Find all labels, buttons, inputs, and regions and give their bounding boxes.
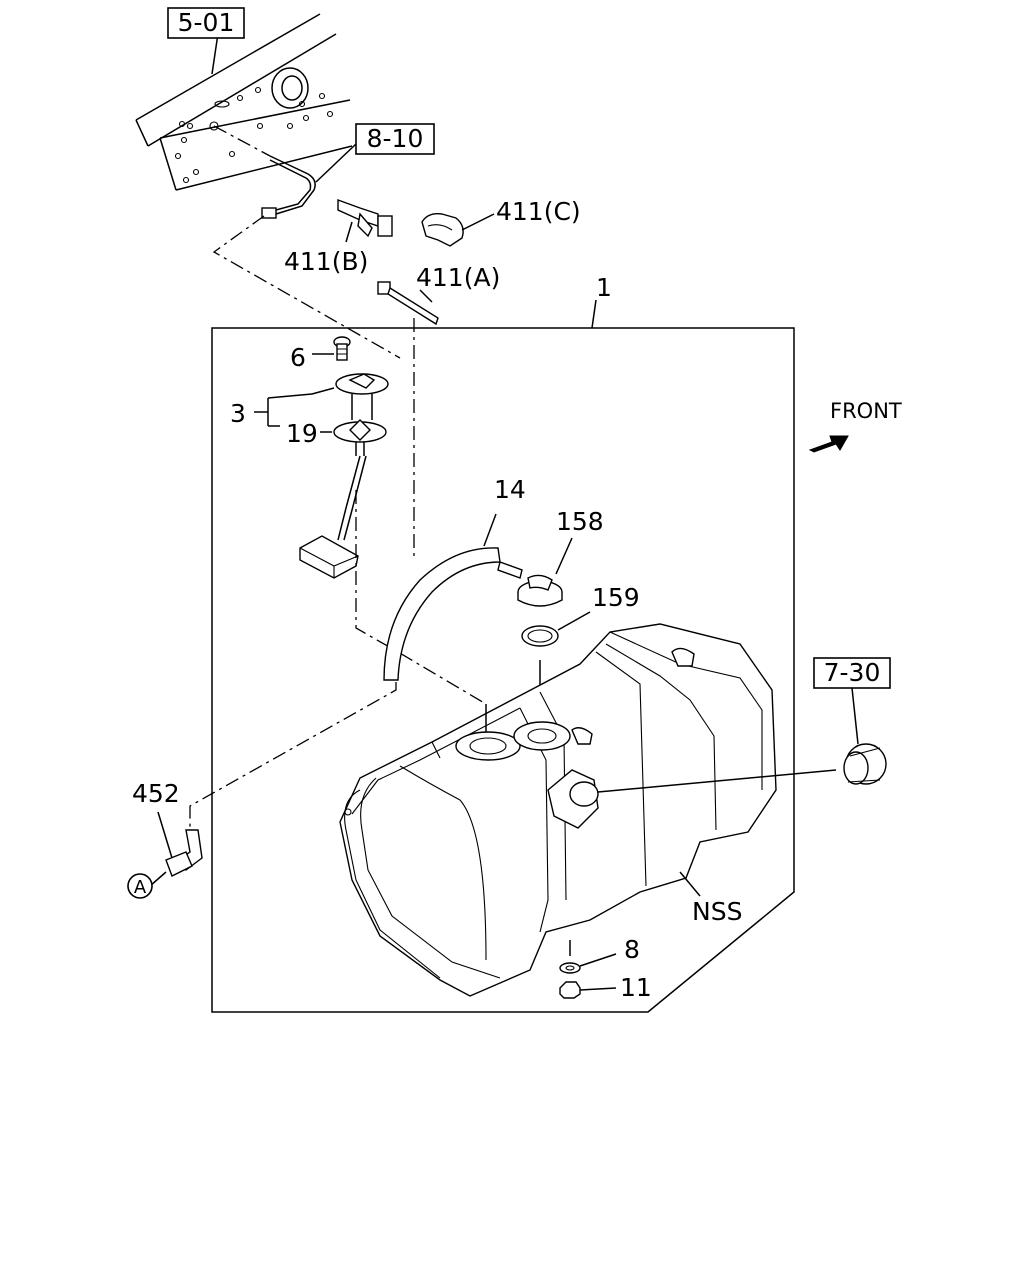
label-1: 1 [596,273,612,302]
ref-box-8-10[interactable] [355,123,435,155]
ref-label-8-10: 8-10 [367,124,424,153]
bolt-6-drawing [312,336,351,361]
ref-label-5-01: 5-01 [178,8,235,37]
washer-nut-drawing [559,953,617,999]
label-nss: NSS [692,897,742,926]
label-19: 19 [286,419,318,448]
ref-box-7-30[interactable] [813,657,891,689]
ref-label-7-30: 7-30 [824,658,881,687]
label-3: 3 [230,399,246,428]
label-411c: 411(C) [496,197,581,226]
label-159: 159 [592,583,640,612]
filler-neck-158-drawing [497,537,591,720]
label-411a: 411(A) [416,263,500,292]
front-arrow-icon [808,435,849,453]
label-411b: 411(B) [284,247,368,276]
label-8: 8 [624,935,640,964]
chassis-frame-drawing [135,13,353,191]
fuel-tank-drawing [339,623,777,997]
label-158: 158 [556,507,604,536]
label-6: 6 [290,343,306,372]
label-a: A [134,877,147,898]
assembly-box-1 [211,299,795,1013]
wire-harness-drawing [212,143,401,359]
tank-cap-drawing [597,687,887,793]
clip-411c-drawing [421,212,495,247]
ref-box-5-01[interactable] [167,7,245,39]
connector-a-circle [127,873,153,899]
tie-411a-drawing [377,281,439,556]
hose-14-drawing [189,513,501,830]
front-label: FRONT [830,399,902,423]
label-452: 452 [132,779,180,808]
elbow-fitting-452-drawing [149,811,203,887]
label-14: 14 [494,475,526,504]
fuel-sender-drawing [254,373,487,705]
label-11: 11 [620,973,652,1002]
clip-411b-drawing [337,199,393,243]
